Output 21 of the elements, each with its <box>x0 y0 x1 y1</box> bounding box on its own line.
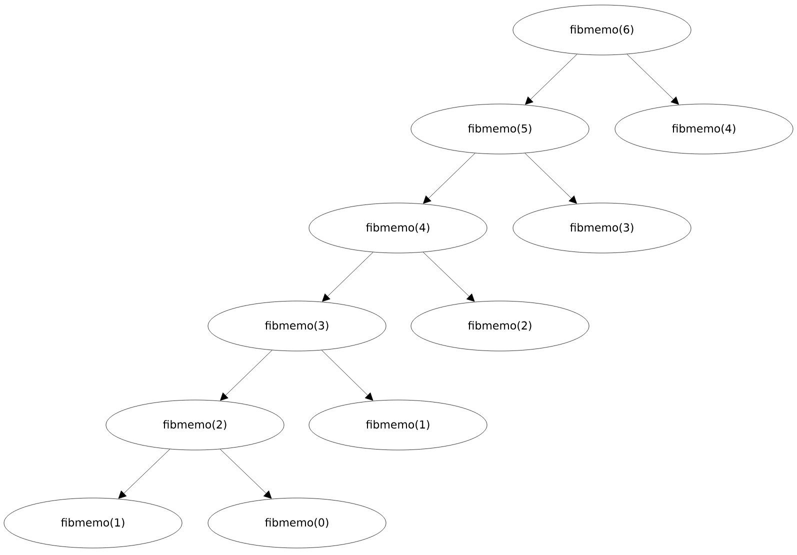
ellipse-node: fibmemo(1) <box>308 400 488 450</box>
arrow <box>422 252 475 302</box>
arrow <box>118 448 170 499</box>
arrow <box>322 350 374 401</box>
ellipse-node: fibmemo(4) <box>614 104 794 154</box>
arrow <box>220 448 272 499</box>
ellipse-node: fibmemo(3) <box>512 202 692 254</box>
ellipse-node: fibmemo(2) <box>106 400 284 450</box>
ellipse-node: fibmemo(2) <box>410 300 590 352</box>
ellipse-node: fibmemo(5) <box>410 104 590 154</box>
ellipse-node: fibmemo(6) <box>512 4 692 56</box>
ellipse-node: fibmemo(0) <box>208 498 386 548</box>
arrow <box>525 54 578 105</box>
ellipse-node: fibmemo(3) <box>208 300 386 352</box>
arrow <box>220 350 272 401</box>
ellipse-node: fibmemo(1) <box>4 498 182 548</box>
arrow <box>423 153 476 204</box>
ellipse-node: fibmemo(4) <box>308 202 488 254</box>
arrow <box>322 252 374 302</box>
arrow <box>626 54 679 105</box>
arrow <box>524 153 577 204</box>
